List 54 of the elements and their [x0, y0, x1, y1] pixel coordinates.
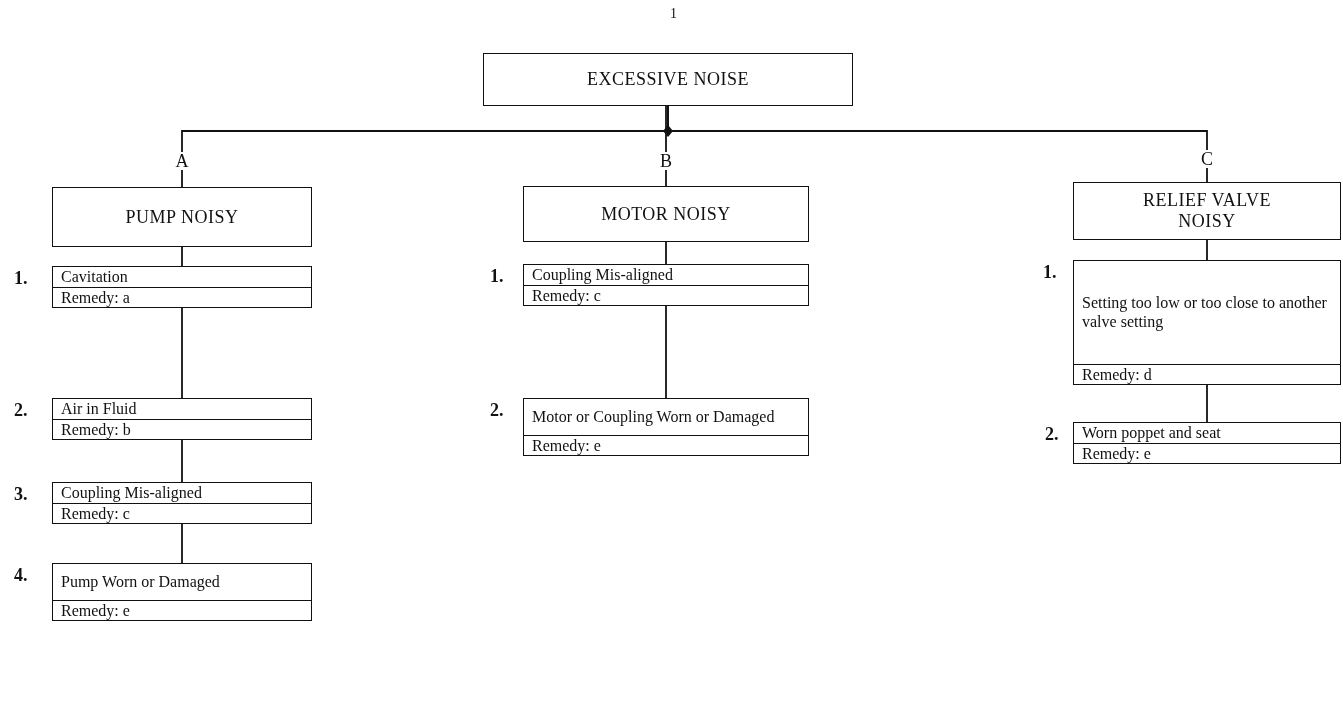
- remedy-text: Remedy: c: [524, 284, 808, 305]
- step-number: 1.: [1043, 262, 1057, 283]
- cause-text: Coupling Mis-aligned: [531, 265, 674, 285]
- remedy-text: Remedy: e: [524, 434, 808, 455]
- cause-text: Pump Worn or Damaged: [60, 572, 221, 593]
- cause-box: [52, 398, 312, 440]
- step-number: 1.: [490, 266, 504, 287]
- step-number: 1.: [14, 268, 28, 289]
- category-title: MOTOR NOISY: [601, 203, 731, 225]
- connector-line: [665, 105, 667, 187]
- cause-text: Cavitation: [60, 267, 129, 287]
- cause-box: [1073, 422, 1341, 464]
- remedy-text: Remedy: d: [1074, 363, 1340, 384]
- category-box: [52, 187, 312, 247]
- cause-text: Setting too low or too close to another valve setting: [1081, 293, 1328, 333]
- connector-line: [181, 439, 183, 483]
- cause-box: [1073, 260, 1341, 385]
- cause-text: Air in Fluid: [60, 399, 138, 419]
- cause-box: [52, 482, 312, 524]
- category-box: [483, 53, 853, 106]
- step-number: 4.: [14, 565, 28, 586]
- category-title: EXCESSIVE NOISE: [587, 69, 749, 90]
- remedy-text: Remedy: e: [1074, 442, 1340, 463]
- connector-line: [1206, 239, 1208, 261]
- cause-text: Coupling Mis-aligned: [60, 483, 203, 503]
- remedy-text: Remedy: a: [53, 286, 311, 307]
- category-title: PUMP NOISY: [125, 206, 239, 228]
- branch-letter: B: [659, 151, 673, 170]
- connector-line: [665, 241, 667, 265]
- cause-box: [52, 266, 312, 308]
- cause-text: Worn poppet and seat: [1081, 423, 1222, 443]
- remedy-text: Remedy: e: [53, 599, 311, 620]
- branch-letter: C: [1200, 149, 1214, 168]
- cause-text: Motor or Coupling Worn or Damaged: [531, 407, 776, 428]
- step-number: 2.: [490, 400, 504, 421]
- step-number: 2.: [1045, 424, 1059, 445]
- category-title: RELIEF VALVE NOISY: [1141, 190, 1273, 232]
- connector-line: [181, 523, 183, 564]
- remedy-text: Remedy: b: [53, 418, 311, 439]
- branch-letter: A: [174, 152, 190, 170]
- connector-line: [1206, 384, 1208, 423]
- page-number: 1: [670, 6, 677, 22]
- connector-line: [181, 307, 183, 399]
- step-number: 2.: [14, 400, 28, 421]
- cause-box: [52, 563, 312, 621]
- connector-line: [181, 246, 183, 267]
- category-box: [1073, 182, 1341, 240]
- connector-line: [667, 105, 1208, 183]
- category-box: [523, 186, 809, 242]
- remedy-text: Remedy: c: [53, 502, 311, 523]
- step-number: 3.: [14, 484, 28, 505]
- cause-box: [523, 264, 809, 306]
- connector-line: [665, 305, 667, 399]
- cause-box: [523, 398, 809, 456]
